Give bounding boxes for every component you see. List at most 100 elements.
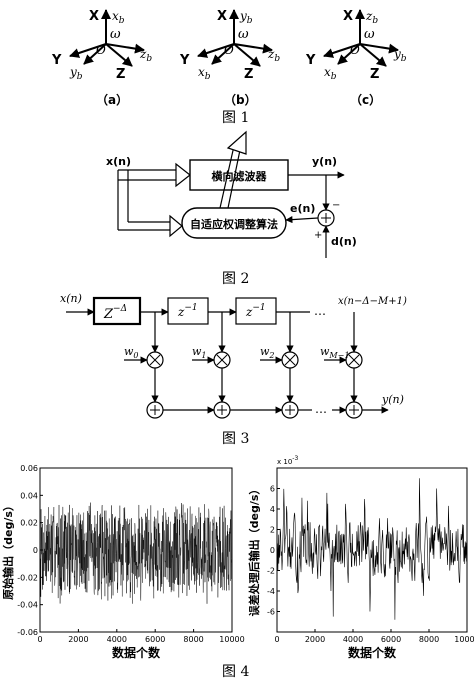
- omega-label: ω: [238, 27, 249, 42]
- y-tick-label: 2: [270, 526, 275, 535]
- frame-label: （a）: [96, 92, 128, 107]
- x-tick-label: 2000: [68, 635, 88, 644]
- origin-O: O: [96, 43, 106, 57]
- x-tick-label: 8000: [419, 635, 439, 644]
- fig1-frame-a: X xb ω O Y yb Z zb （a）: [51, 9, 152, 107]
- origin-O: O: [350, 43, 360, 57]
- fig2-desired-label: d(n): [331, 235, 357, 248]
- chart-left-xlabel: 数据个数: [112, 645, 161, 660]
- x-tick-label: 0: [274, 635, 279, 644]
- frame-label: （c）: [350, 92, 381, 107]
- y-tick-label: -6: [267, 608, 275, 617]
- adder-0: [146, 401, 164, 419]
- weight-0: w0: [124, 345, 139, 360]
- x-tick-label: 6000: [145, 635, 165, 644]
- x-tick-label: 4000: [107, 635, 127, 644]
- adder-3: [345, 401, 363, 419]
- x-tick-label: 10000: [219, 635, 244, 644]
- fig2-error-label: e(n): [290, 202, 315, 215]
- axis-X: X: [89, 9, 99, 24]
- fig3-caption: 图 3: [222, 431, 249, 447]
- summer-plus: +: [314, 230, 322, 241]
- y-tick-label: 0.04: [20, 491, 38, 500]
- chart-left-ylabel: 原始输出（deg/s）: [1, 500, 15, 600]
- unit-delay-1: [167, 297, 209, 325]
- axis-yb: yb: [69, 65, 83, 82]
- summer-minus: −: [332, 200, 340, 211]
- x-tick-label: 2000: [305, 635, 325, 644]
- y-tick-label: 0: [270, 546, 275, 555]
- y-tick-label: 6: [270, 485, 275, 494]
- fig3-tap-label: x(n−Δ−M+1): [338, 296, 407, 307]
- y-tick-label: -4: [267, 587, 275, 596]
- omega-label: ω: [110, 27, 121, 42]
- axis-xb: xb: [112, 9, 125, 26]
- y-tick-label: -0.04: [17, 601, 38, 610]
- axis-Y: Y: [305, 53, 316, 68]
- axis-xb: yb: [239, 9, 253, 26]
- x-tick-label: 6000: [381, 635, 401, 644]
- y-tick-label: -0.02: [17, 573, 38, 582]
- omega-label: ω: [364, 27, 375, 42]
- unit-delay-2-label: z−1: [245, 303, 266, 319]
- frame-label: （b）: [224, 92, 257, 107]
- fig2-caption: 图 2: [222, 271, 249, 287]
- axis-Z: Z: [370, 67, 379, 82]
- origin-O: O: [224, 43, 234, 57]
- axis-Y: Y: [179, 53, 190, 68]
- multiplier-2: [281, 351, 299, 369]
- fig1-frame-c: X zb ω O Y xb Z yb （c）: [305, 9, 407, 107]
- fig2-input-label: x(n): [106, 155, 131, 168]
- fig1-caption: 图 1: [222, 110, 249, 126]
- axis-X: X: [217, 9, 227, 24]
- axis-zb: yb: [393, 47, 407, 64]
- y-tick-label: 4: [270, 505, 275, 514]
- y-tick-label: -0.06: [17, 628, 38, 637]
- axis-Z: Z: [244, 67, 253, 82]
- multiplier-1: [213, 351, 231, 369]
- unit-delay-1-label: z−1: [177, 303, 198, 319]
- x-tick-label: 0: [37, 635, 42, 644]
- filter-block-label: 横向滤波器: [212, 169, 268, 183]
- chart-left-series: [39, 502, 233, 604]
- weight-2: w2: [260, 345, 275, 360]
- fig2-output-label: y(n): [312, 155, 337, 168]
- adder-1: [213, 401, 231, 419]
- delay-block: [92, 296, 142, 326]
- chart-right-ylabel: 误差处理后输出（deg/s）: [247, 484, 261, 617]
- axis-xb: zb: [365, 9, 378, 26]
- axis-yb: xb: [198, 65, 211, 82]
- axis-zb: zb: [267, 47, 280, 64]
- fig2-diagram: x(n) 横向滤波器 自适应权调整算法 y(n) − + d(n) e(n: [106, 130, 357, 258]
- fig1-frame-b: X yb ω O Y xb Z zb （b）: [179, 9, 280, 107]
- axis-Y: Y: [51, 53, 62, 68]
- weight-1: w1: [192, 345, 207, 360]
- delay-block-label: Z−Δ: [103, 304, 127, 322]
- weight-3: wM−1: [320, 345, 349, 360]
- axis-zb: zb: [139, 47, 152, 64]
- y-tick-label: 0: [33, 546, 38, 555]
- chart-right-yticks: 6 4 2 0 -2 -4 -6: [267, 485, 280, 617]
- chart-right-xticks: 0 2000 4000 6000 8000 10000: [274, 629, 474, 644]
- fig3-input-label: x(n): [60, 292, 82, 305]
- y-tick-label: 0.02: [20, 519, 38, 528]
- axis-yb: xb: [324, 65, 337, 82]
- y-tick-label: -2: [267, 567, 275, 576]
- chart-right-series: [276, 478, 468, 620]
- multiplier-0: [146, 351, 164, 369]
- fig3-dots-bottom: …: [315, 402, 327, 416]
- fig4-caption: 图 4: [222, 664, 249, 680]
- x-tick-label: 10000: [454, 635, 474, 644]
- chart-right-xlabel: 数据个数: [348, 645, 397, 660]
- y-tick-label: 0.06: [20, 464, 38, 473]
- chart-left-frame: [39, 467, 233, 633]
- axis-X: X: [343, 9, 353, 24]
- chart-left: 0.06 0.04 0.02 0 -0.02 -0.04 -0.06 0 2000 4000 60…: [1, 464, 245, 660]
- adapt-block-label: 自适应权调整算法: [190, 217, 278, 231]
- chart-left-yticks: 0.06 0.04 0.02 0 -0.02 -0.04 -0.06: [17, 464, 43, 637]
- x-tick-label: 4000: [343, 635, 363, 644]
- axis-Z: Z: [116, 67, 125, 82]
